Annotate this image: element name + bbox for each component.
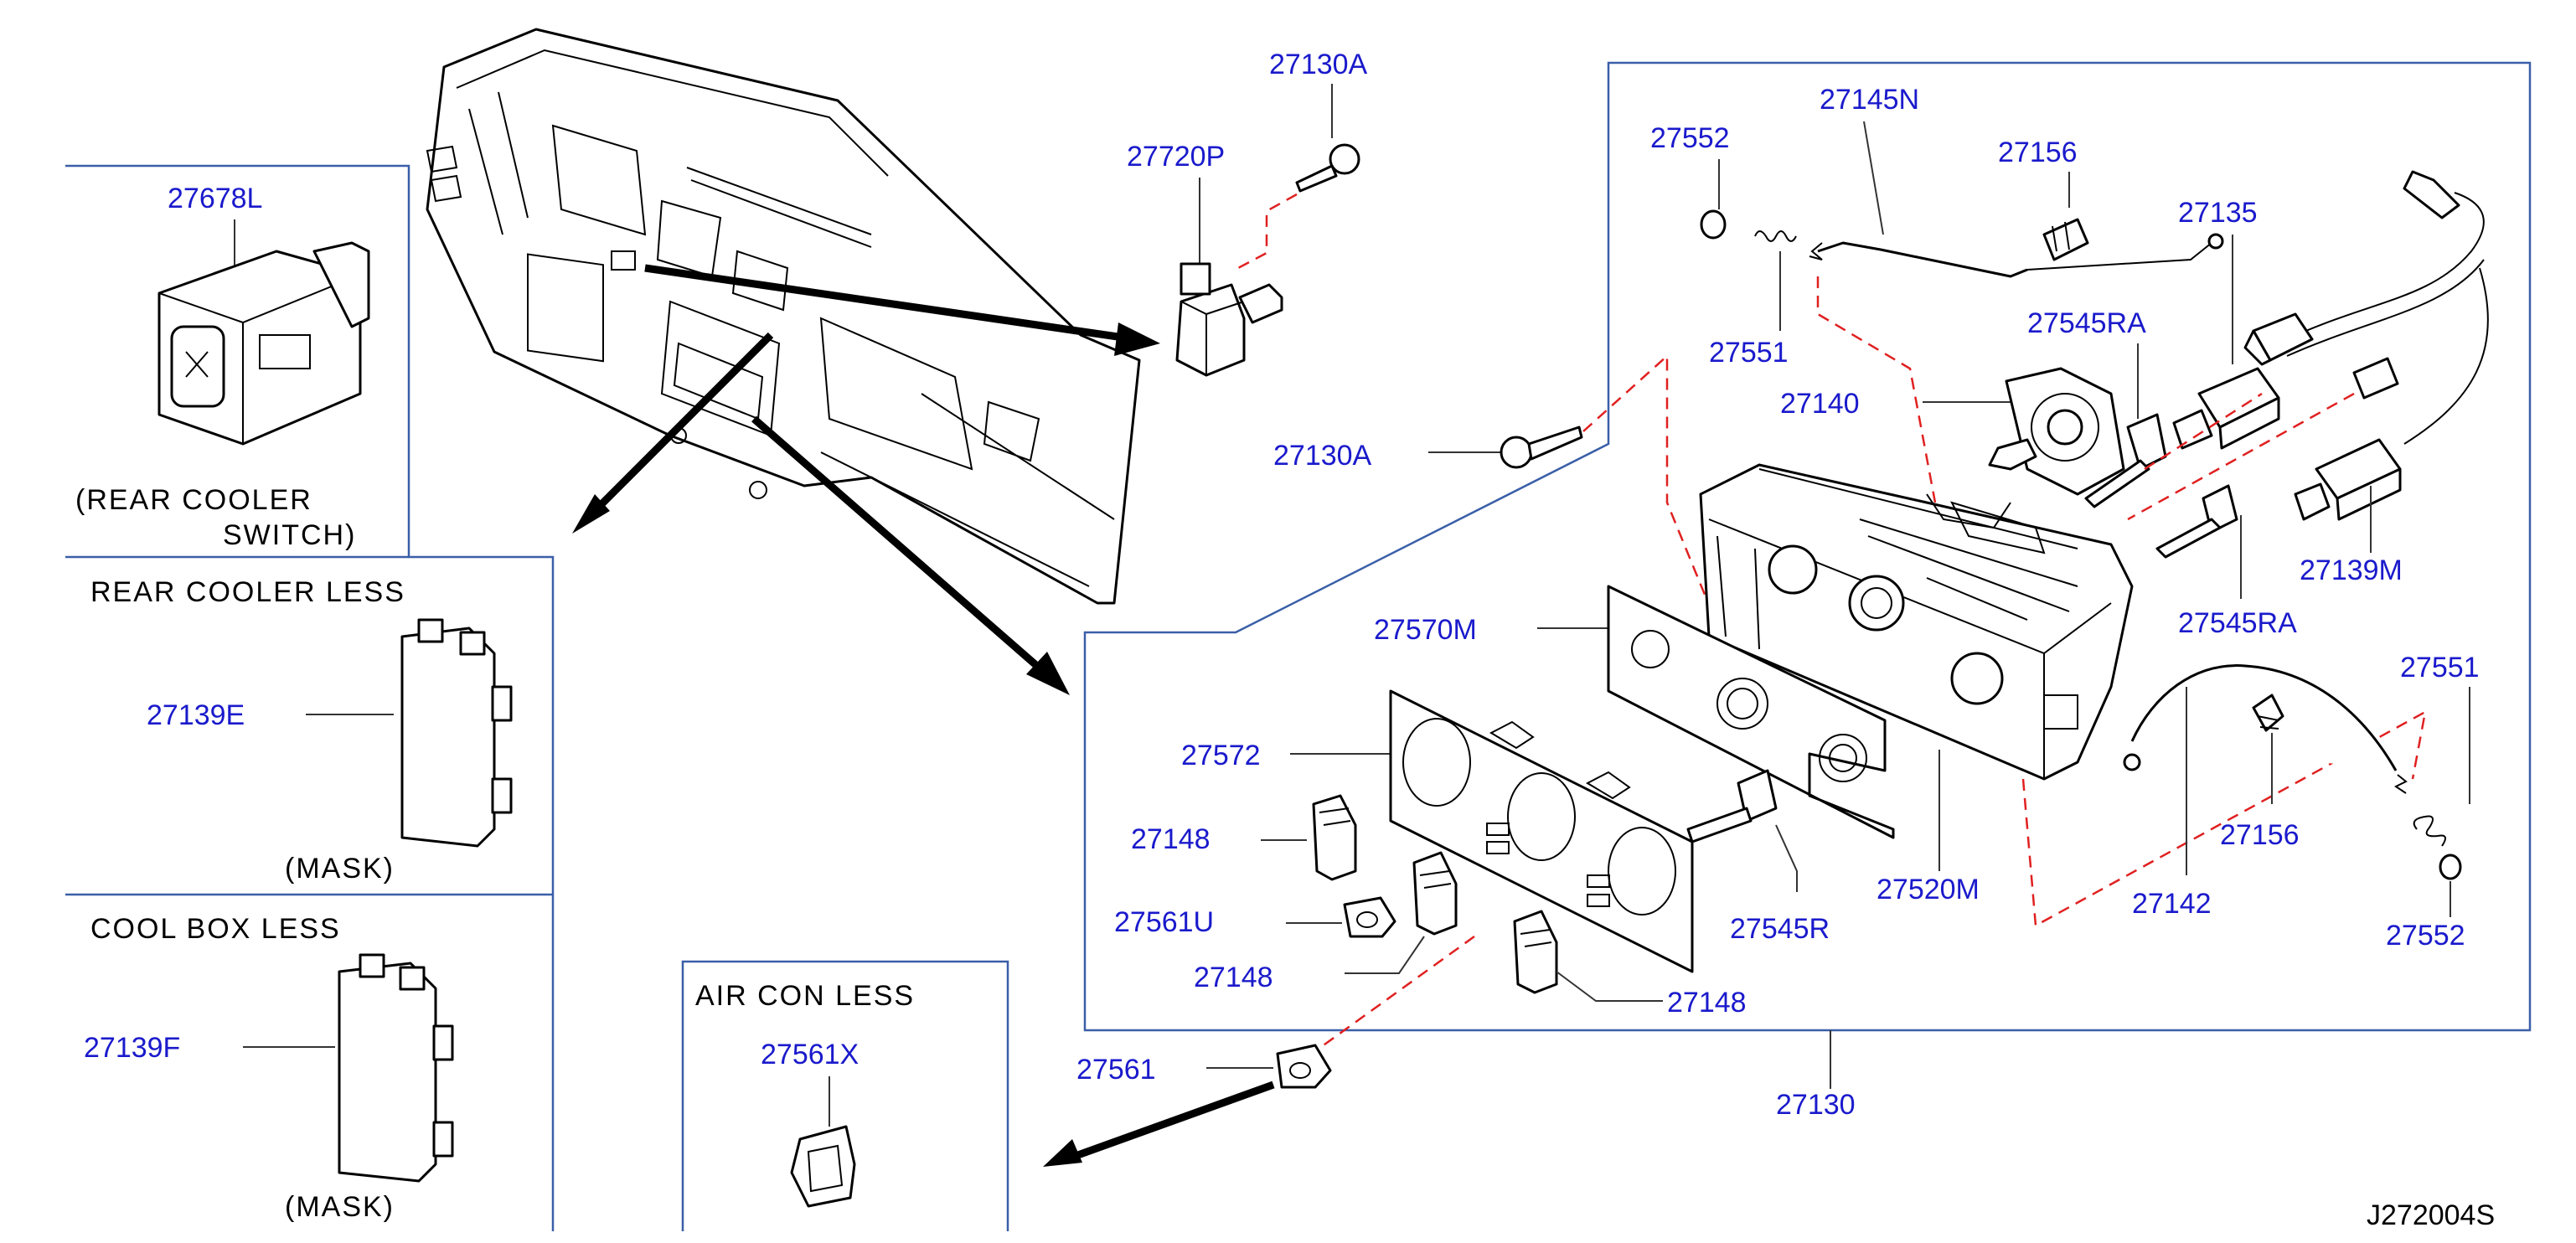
label-27561: 27561	[1076, 1054, 1156, 1086]
caption-air-con-less: AIR CON LESS	[695, 980, 915, 1012]
spring-clip-right-group: 27551 27552	[2386, 652, 2480, 952]
label-27520M: 27520M	[1877, 874, 1980, 905]
dashboard-illustration	[426, 28, 1141, 605]
diagram-reference-code: J272004S	[2367, 1199, 2495, 1231]
caption-mask-2: (MASK)	[285, 1191, 395, 1223]
cable-27145N-group: 27552 27145N 27551 27156	[1650, 84, 2224, 503]
label-27561U: 27561U	[1114, 906, 1214, 938]
label-27156-top: 27156	[1998, 137, 2078, 168]
label-27552-top: 27552	[1650, 122, 1730, 154]
label-27135: 27135	[2178, 197, 2258, 229]
label-27130A-top: 27130A	[1269, 49, 1368, 80]
label-27142: 27142	[2132, 888, 2212, 920]
label-27139E: 27139E	[147, 699, 245, 731]
caption-mask-1: (MASK)	[285, 853, 395, 885]
label-27130A-left: 27130A	[1273, 440, 1372, 472]
bezel-27572-group: 27572	[1181, 689, 1694, 973]
cable-27142-group: 27142 27156	[2123, 664, 2408, 920]
label-27678L: 27678L	[168, 183, 262, 214]
label-27720P: 27720P	[1127, 141, 1225, 173]
connector-harness-part	[2243, 170, 2489, 445]
rear-cooler-switch-part	[157, 241, 370, 446]
label-27140: 27140	[1780, 388, 1860, 420]
label-27130: 27130	[1776, 1089, 1856, 1121]
caption-rear-cooler-switch-1: (REAR COOLER	[75, 484, 312, 516]
caption-rear-cooler-switch-2: SWITCH)	[223, 519, 356, 551]
label-27545RA-top: 27545RA	[2027, 307, 2146, 339]
caption-cool-box-less: COOL BOX LESS	[90, 913, 341, 945]
label-27545R: 27545R	[1730, 913, 1830, 945]
label-27551-top: 27551	[1709, 337, 1789, 369]
label-27570M: 27570M	[1374, 614, 1477, 646]
screw-27130A-left-group: 27130A	[1273, 353, 1706, 596]
left-panel-frame	[65, 164, 555, 1231]
gasket-27570M-group: 27570M	[1374, 585, 1895, 839]
control-unit-27520M-part	[1699, 463, 2134, 781]
label-27561X: 27561X	[761, 1039, 859, 1070]
label-27148-c: 27148	[1667, 987, 1747, 1019]
bracket-group: 27130A 27720P	[1127, 49, 1368, 377]
cable-27545RA-top-group: 27545RA 27135	[2027, 170, 2489, 521]
knob-27148-b-group: 27148	[1194, 851, 1458, 993]
label-27148-a: 27148	[1131, 823, 1211, 855]
cable-27545R-group: 27545R	[1686, 769, 1830, 945]
knob-insert-27561X-part	[790, 1125, 856, 1208]
screw-27130A-top-part	[1295, 143, 1360, 193]
knob-27148-a-group: 27148	[1131, 794, 1357, 881]
air-con-less-group: AIR CON LESS 27561X	[681, 960, 1009, 1231]
mask-27139F-part	[338, 953, 454, 1183]
label-27156-bottom: 27156	[2220, 819, 2300, 851]
rear-cooler-switch-group: 27678L (REAR COOLER SWITCH)	[75, 183, 370, 551]
heater-control-frame: 27130	[1083, 61, 2532, 1121]
label-27551-right: 27551	[2400, 652, 2480, 683]
cool-box-less-group: COOL BOX LESS 27139F (MASK)	[84, 913, 454, 1223]
connector-27135-part	[2172, 367, 2280, 450]
arrows	[572, 264, 1275, 1167]
label-27139M: 27139M	[2300, 554, 2403, 586]
knob-insert-27561-group: 27561	[1076, 1044, 1332, 1089]
label-27145N: 27145N	[1820, 84, 1919, 116]
caption-rear-cooler-less: REAR COOLER LESS	[90, 576, 405, 608]
knob-27148-c-group: 27148	[1513, 910, 1747, 1019]
mask-27139E-part	[400, 618, 513, 848]
label-27572: 27572	[1181, 740, 1261, 771]
label-27139F: 27139F	[84, 1032, 180, 1064]
bracket-27720P-part	[1175, 262, 1283, 377]
cable-27545RA-mid-group: 27545RA	[2155, 484, 2297, 639]
rear-cooler-less-group: REAR COOLER LESS 27139E (MASK)	[90, 576, 513, 885]
connector-27139M-group: 27139M	[2294, 438, 2403, 586]
label-27148-b: 27148	[1194, 962, 1273, 993]
actuator-27140-group: 27140	[1780, 367, 2125, 496]
label-27545RA-mid: 27545RA	[2178, 607, 2297, 639]
knob-insert-27561U-group: 27561U	[1114, 896, 1396, 938]
label-27552-bottom: 27552	[2386, 920, 2465, 952]
